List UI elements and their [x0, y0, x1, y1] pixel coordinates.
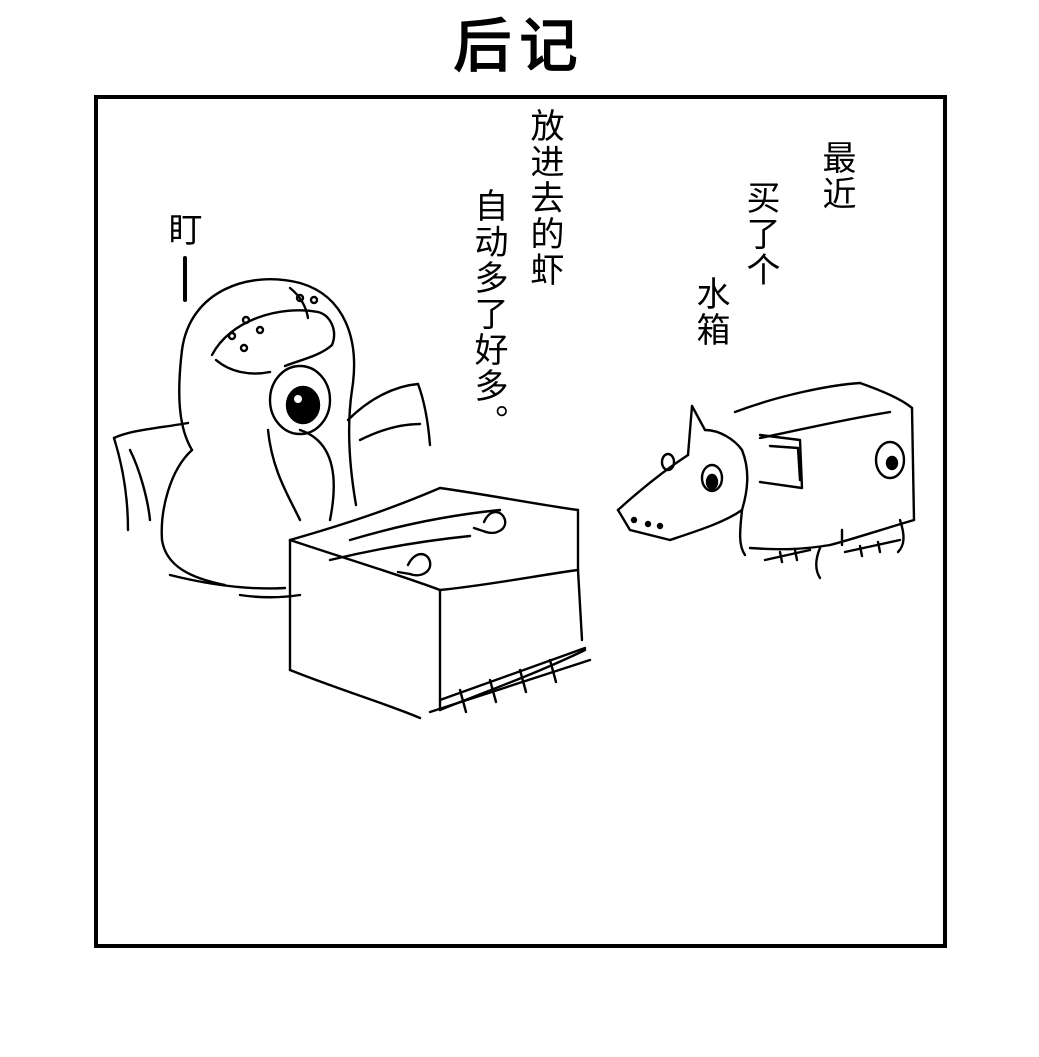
tank-caption-line-3: 水箱	[690, 276, 730, 348]
tank-caption-line-1: 最近	[816, 140, 856, 212]
stare-text: 盯	[162, 212, 202, 248]
left-creature	[112, 278, 432, 599]
right-creature	[616, 381, 916, 580]
shrimp-caption-line-1: 放进去的虾	[524, 108, 564, 288]
shrimp-caption-line-2: 自动多了好多。	[468, 188, 508, 440]
comic-panel	[94, 95, 947, 948]
page-title: 后记	[453, 12, 586, 80]
tank	[288, 486, 592, 720]
tank-caption-line-2: 买了个	[740, 180, 780, 288]
